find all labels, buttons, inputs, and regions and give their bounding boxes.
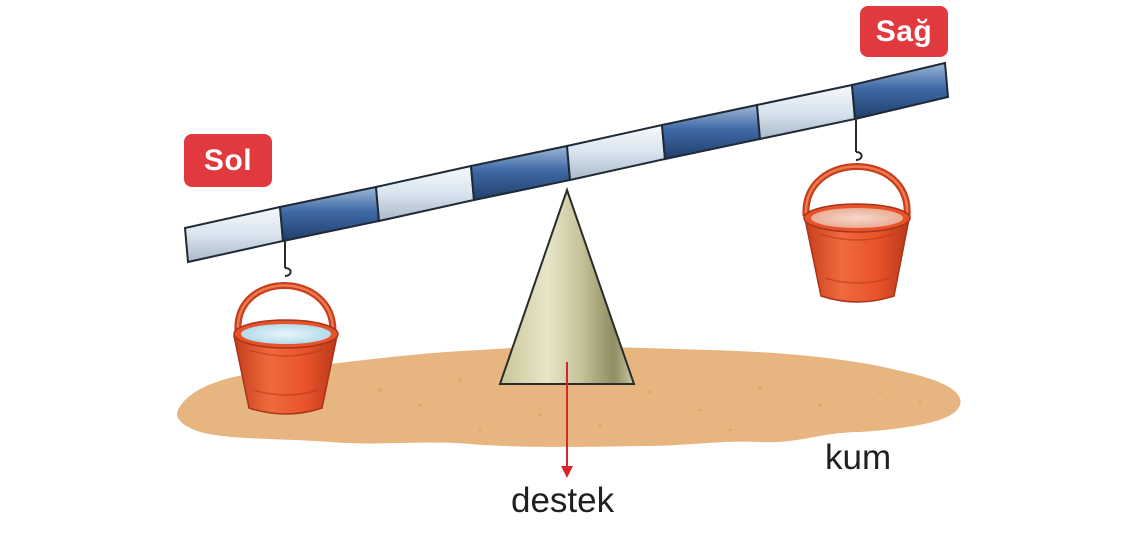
seesaw-beam <box>183 61 950 264</box>
left-side-label: Sol <box>184 134 272 187</box>
sand-pile <box>176 346 961 447</box>
support-label: destek <box>511 481 615 520</box>
support-arrow <box>561 362 573 478</box>
right-side-label: Sağ <box>860 6 948 57</box>
right-bucket-empty <box>802 118 911 303</box>
left-bucket-with-water <box>233 240 339 415</box>
sand-label: kum <box>825 438 892 477</box>
support-cone <box>498 186 636 385</box>
sand-speckles <box>248 378 922 432</box>
